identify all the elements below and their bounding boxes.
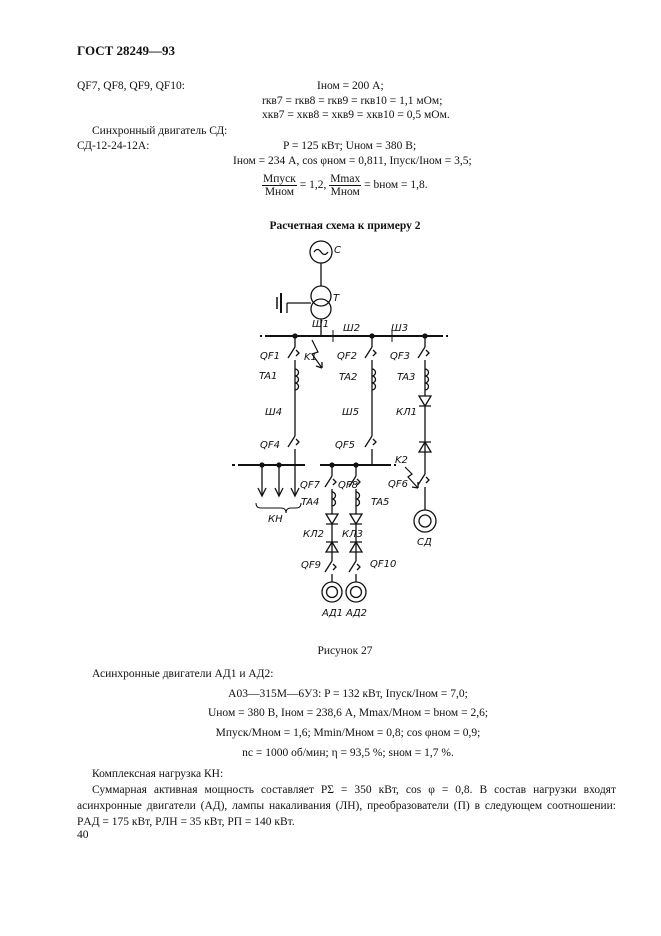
motors-line3: Mпуск/Mном = 1,6; Mmin/Mном = 0,8; cos φ… (215, 727, 481, 739)
label-qf6: QF6 (388, 479, 408, 490)
qf-label: QF7, QF8, QF9, QF10: (77, 80, 185, 92)
sd-frac2-val: = bном = 1,8. (364, 179, 428, 191)
transformer-secondary (310, 298, 332, 320)
label-sd: СД (417, 537, 432, 548)
sd-line1: P = 125 кВт; Uном = 380 В; (283, 140, 417, 152)
kl1-cable (417, 395, 433, 408)
label-qf1: QF1 (260, 351, 280, 362)
ad2-motor (345, 581, 367, 603)
label-kn: КН (268, 514, 283, 525)
sd-title: Синхронный двигатель СД: (92, 125, 228, 137)
ta3-coil (424, 368, 430, 391)
label-sh4: Ш4 (265, 407, 282, 418)
motors-line2: Uном = 380 В, Iном = 238,6 А, Mmax/Mном … (207, 707, 489, 719)
sd-model: СД-12-24-12А: (77, 140, 150, 152)
sd-frac1-den: Mном (264, 185, 295, 198)
transformer-primary (310, 285, 332, 307)
xkv-values: xкв7 = xкв8 = xкв9 = xкв10 = 0,5 мОм. (262, 109, 450, 121)
load-title: Комплексная нагрузка КН: (92, 768, 224, 780)
page-number: 40 (77, 829, 89, 841)
label-sh3: Ш3 (391, 323, 408, 334)
source-sine (313, 248, 329, 256)
label-ad1: АД1 (321, 608, 343, 619)
label-k1: K1 (304, 352, 317, 363)
label-ta3: TA3 (397, 372, 415, 383)
sd-frac1-num: Mпуск (262, 172, 297, 186)
label-kl1: КЛ1 (396, 407, 417, 418)
sd-frac2-num: Mmax (329, 172, 362, 186)
label-ad2: АД2 (345, 608, 367, 619)
label-qf5: QF5 (335, 440, 355, 451)
label-qf8: QF8 (338, 480, 358, 491)
label-qf9: QF9 (301, 560, 321, 571)
figure-label: Рисунок 27 (317, 645, 373, 657)
label-ta1: TA1 (259, 371, 277, 382)
label-qf4: QF4 (260, 440, 280, 451)
label-sh5: Ш5 (342, 407, 359, 418)
sd-frac2-den: Mном (330, 185, 360, 198)
label-qf3: QF3 (390, 351, 410, 362)
label-qf10: QF10 (370, 559, 396, 570)
load-paragraph: Суммарная активная мощность составляет P… (77, 784, 616, 828)
motors-line4: nс = 1000 об/мин; η = 93,5 %; sном = 1,7… (242, 747, 454, 759)
inom-value: Iном = 200 А; (317, 80, 384, 92)
label-kl3: КЛ3 (342, 529, 363, 540)
rkv-values: rкв7 = rкв8 = rкв9 = rкв10 = 1,1 мОм; (262, 95, 443, 107)
ad1-motor (321, 581, 343, 603)
label-ta5: TA5 (371, 497, 389, 508)
label-sh2: Ш2 (343, 323, 360, 334)
diagram-caption: Расчетная схема к примеру 2 (269, 220, 421, 232)
ta5-coil (355, 491, 361, 507)
label-ta2: TA2 (339, 372, 357, 383)
label-kl2: КЛ2 (303, 529, 324, 540)
label-qf2: QF2 (337, 351, 357, 362)
label-k2: K2 (395, 455, 408, 466)
label-qf7: QF7 (300, 480, 321, 491)
qf1-switch (287, 346, 296, 359)
motors-line1: А03—315М—6У3: P = 132 кВт, Iпуск/Iном = … (228, 688, 468, 700)
sd-frac1-val: = 1,2, (299, 179, 327, 191)
ta2-coil (371, 368, 377, 391)
ta4-coil (331, 491, 337, 507)
label-sh1: Ш1 (312, 319, 329, 330)
label-ta4: TA4 (301, 497, 319, 508)
ta1-coil (294, 368, 300, 391)
label-c: C (334, 245, 341, 256)
sd-line2: Iном = 234 А, cos φном = 0,811, Iпуск/Iн… (233, 155, 472, 167)
document-header: ГОСТ 28249—93 (77, 43, 176, 58)
label-t: T (333, 293, 340, 304)
sd-motor (413, 509, 437, 533)
motors-title: Асинхронные двигатели АД1 и АД2: (92, 668, 274, 680)
